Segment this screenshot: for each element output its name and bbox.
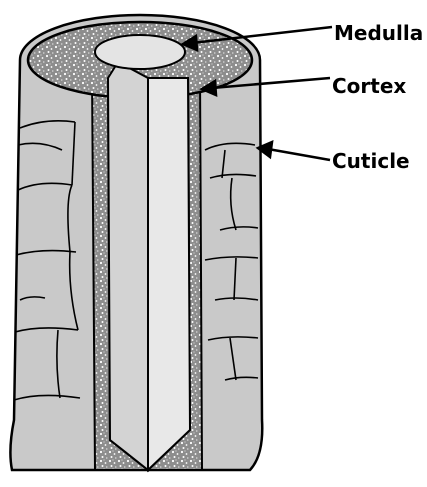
cortex-label: Cortex: [332, 74, 406, 98]
medulla-wedge: [108, 62, 148, 470]
cuticle-label: Cuticle: [332, 149, 410, 173]
medulla-wedge-right: [148, 78, 190, 470]
medulla-label: Medulla: [334, 21, 423, 45]
cuticle-pointer-line: [268, 149, 330, 160]
medulla-core: [95, 35, 185, 69]
